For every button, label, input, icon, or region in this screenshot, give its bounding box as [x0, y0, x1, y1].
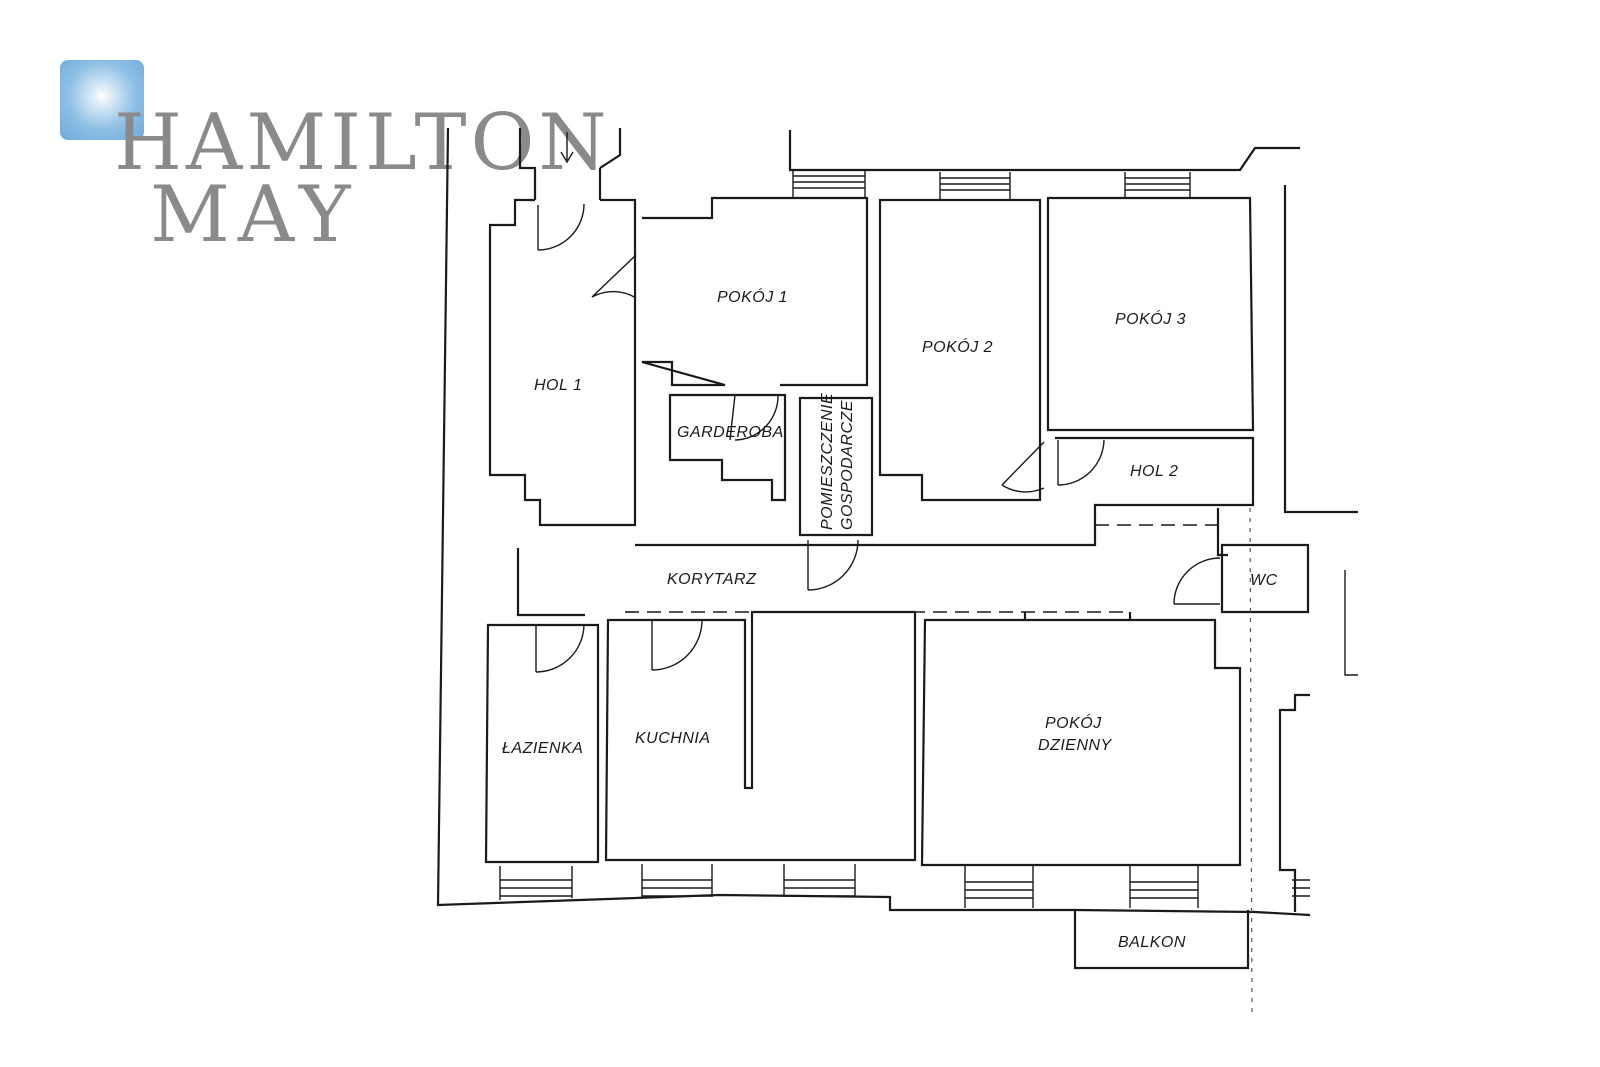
label-korytarz: KORYTARZ — [667, 571, 757, 588]
room-kuchnia — [604, 610, 917, 898]
label-pokoj3: POKÓJ 3 — [1115, 309, 1186, 328]
room-pomieszczenie-gospodarcze — [798, 396, 874, 591]
label-pokoj-dzienny-line2: DZIENNY — [1038, 737, 1113, 754]
guide-line — [1249, 507, 1253, 1016]
label-garderoba: GARDEROBA — [677, 424, 784, 441]
label-wc: WC — [1250, 572, 1278, 589]
entrance-arrow-icon — [560, 132, 574, 164]
room-pokoj3 — [1046, 172, 1255, 432]
outer-walls — [436, 127, 1358, 917]
room-pokoj1 — [641, 170, 869, 387]
label-pomieszczenie-line1: POMIESZCZENIE — [819, 393, 836, 530]
room-pokoj-dzienny — [920, 612, 1310, 908]
label-lazienka: ŁAZIENKA — [502, 740, 583, 757]
label-pomieszczenie-line2: GOSPODARCZE — [839, 400, 856, 530]
label-pokoj-dzienny-line1: POKÓJ — [1045, 713, 1102, 732]
logo-text-line2: MAY — [150, 170, 359, 260]
label-pokoj1: POKÓJ 1 — [717, 287, 788, 306]
label-pokoj2: POKÓJ 2 — [922, 337, 993, 356]
room-garderoba — [668, 393, 787, 502]
label-hol2: HOL 2 — [1130, 463, 1178, 480]
room-lazienka — [484, 623, 600, 900]
room-hol2 — [635, 436, 1255, 547]
room-hol1 — [488, 198, 637, 527]
label-kuchnia: KUCHNIA — [635, 730, 711, 747]
room-pokoj2 — [878, 172, 1045, 502]
room-wc — [1173, 543, 1310, 614]
label-hol1: HOL 1 — [534, 377, 582, 394]
logo-icon — [60, 60, 144, 140]
room-balkon — [1073, 910, 1250, 970]
label-balkon: BALKON — [1118, 934, 1186, 951]
